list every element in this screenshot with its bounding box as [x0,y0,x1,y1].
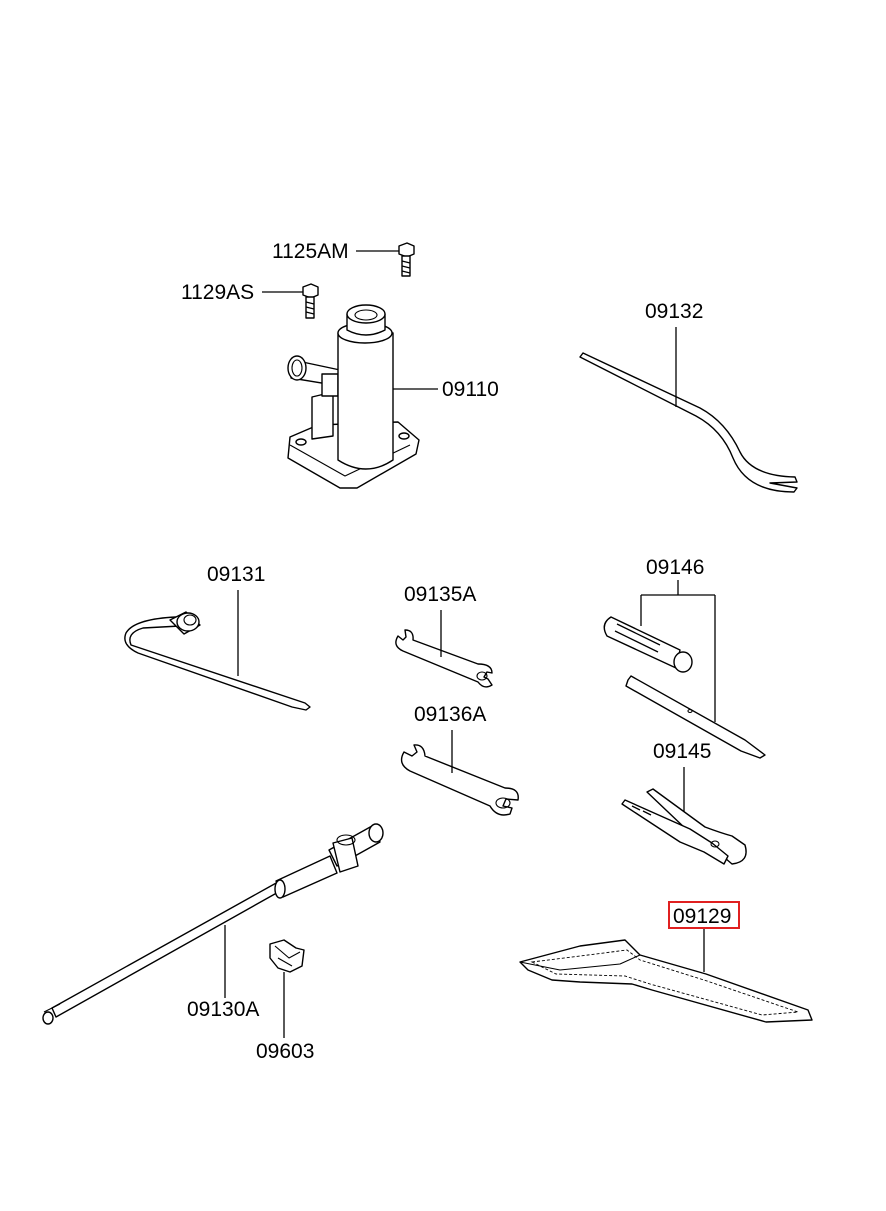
screwdriver-icon[interactable] [603,616,766,759]
pliers-icon[interactable] [621,788,747,865]
label-09131[interactable]: 09131 [207,563,265,586]
wheel-wrench-icon[interactable] [124,611,311,711]
open-end-wrench-09136A-icon[interactable] [400,744,519,816]
label-09110[interactable]: 09110 [442,378,499,401]
label-1125AM[interactable]: 1125AM [272,240,349,263]
label-1129AS[interactable]: 1129AS [181,281,254,304]
extension-bar-icon[interactable] [42,823,384,1025]
tool-bag-icon[interactable] [519,939,813,1023]
bottle-jack-icon[interactable] [287,304,420,489]
highlight-box-09129 [668,901,740,929]
label-09603[interactable]: 09603 [256,1040,314,1063]
label-09145[interactable]: 09145 [653,740,711,763]
bolt-1125AM-icon[interactable] [398,242,415,277]
label-09135A[interactable]: 09135A [404,583,476,606]
label-09129[interactable]: 09129 [673,905,731,928]
label-09136A[interactable]: 09136A [414,703,486,726]
open-end-wrench-09135A-icon[interactable] [395,629,493,688]
bolt-1129AS-icon[interactable] [302,283,319,319]
clip-icon[interactable] [269,939,305,973]
jack-handle-icon[interactable] [579,352,798,493]
label-09130A[interactable]: 09130A [187,998,259,1021]
label-09146[interactable]: 09146 [646,556,704,579]
label-09132[interactable]: 09132 [645,300,703,323]
